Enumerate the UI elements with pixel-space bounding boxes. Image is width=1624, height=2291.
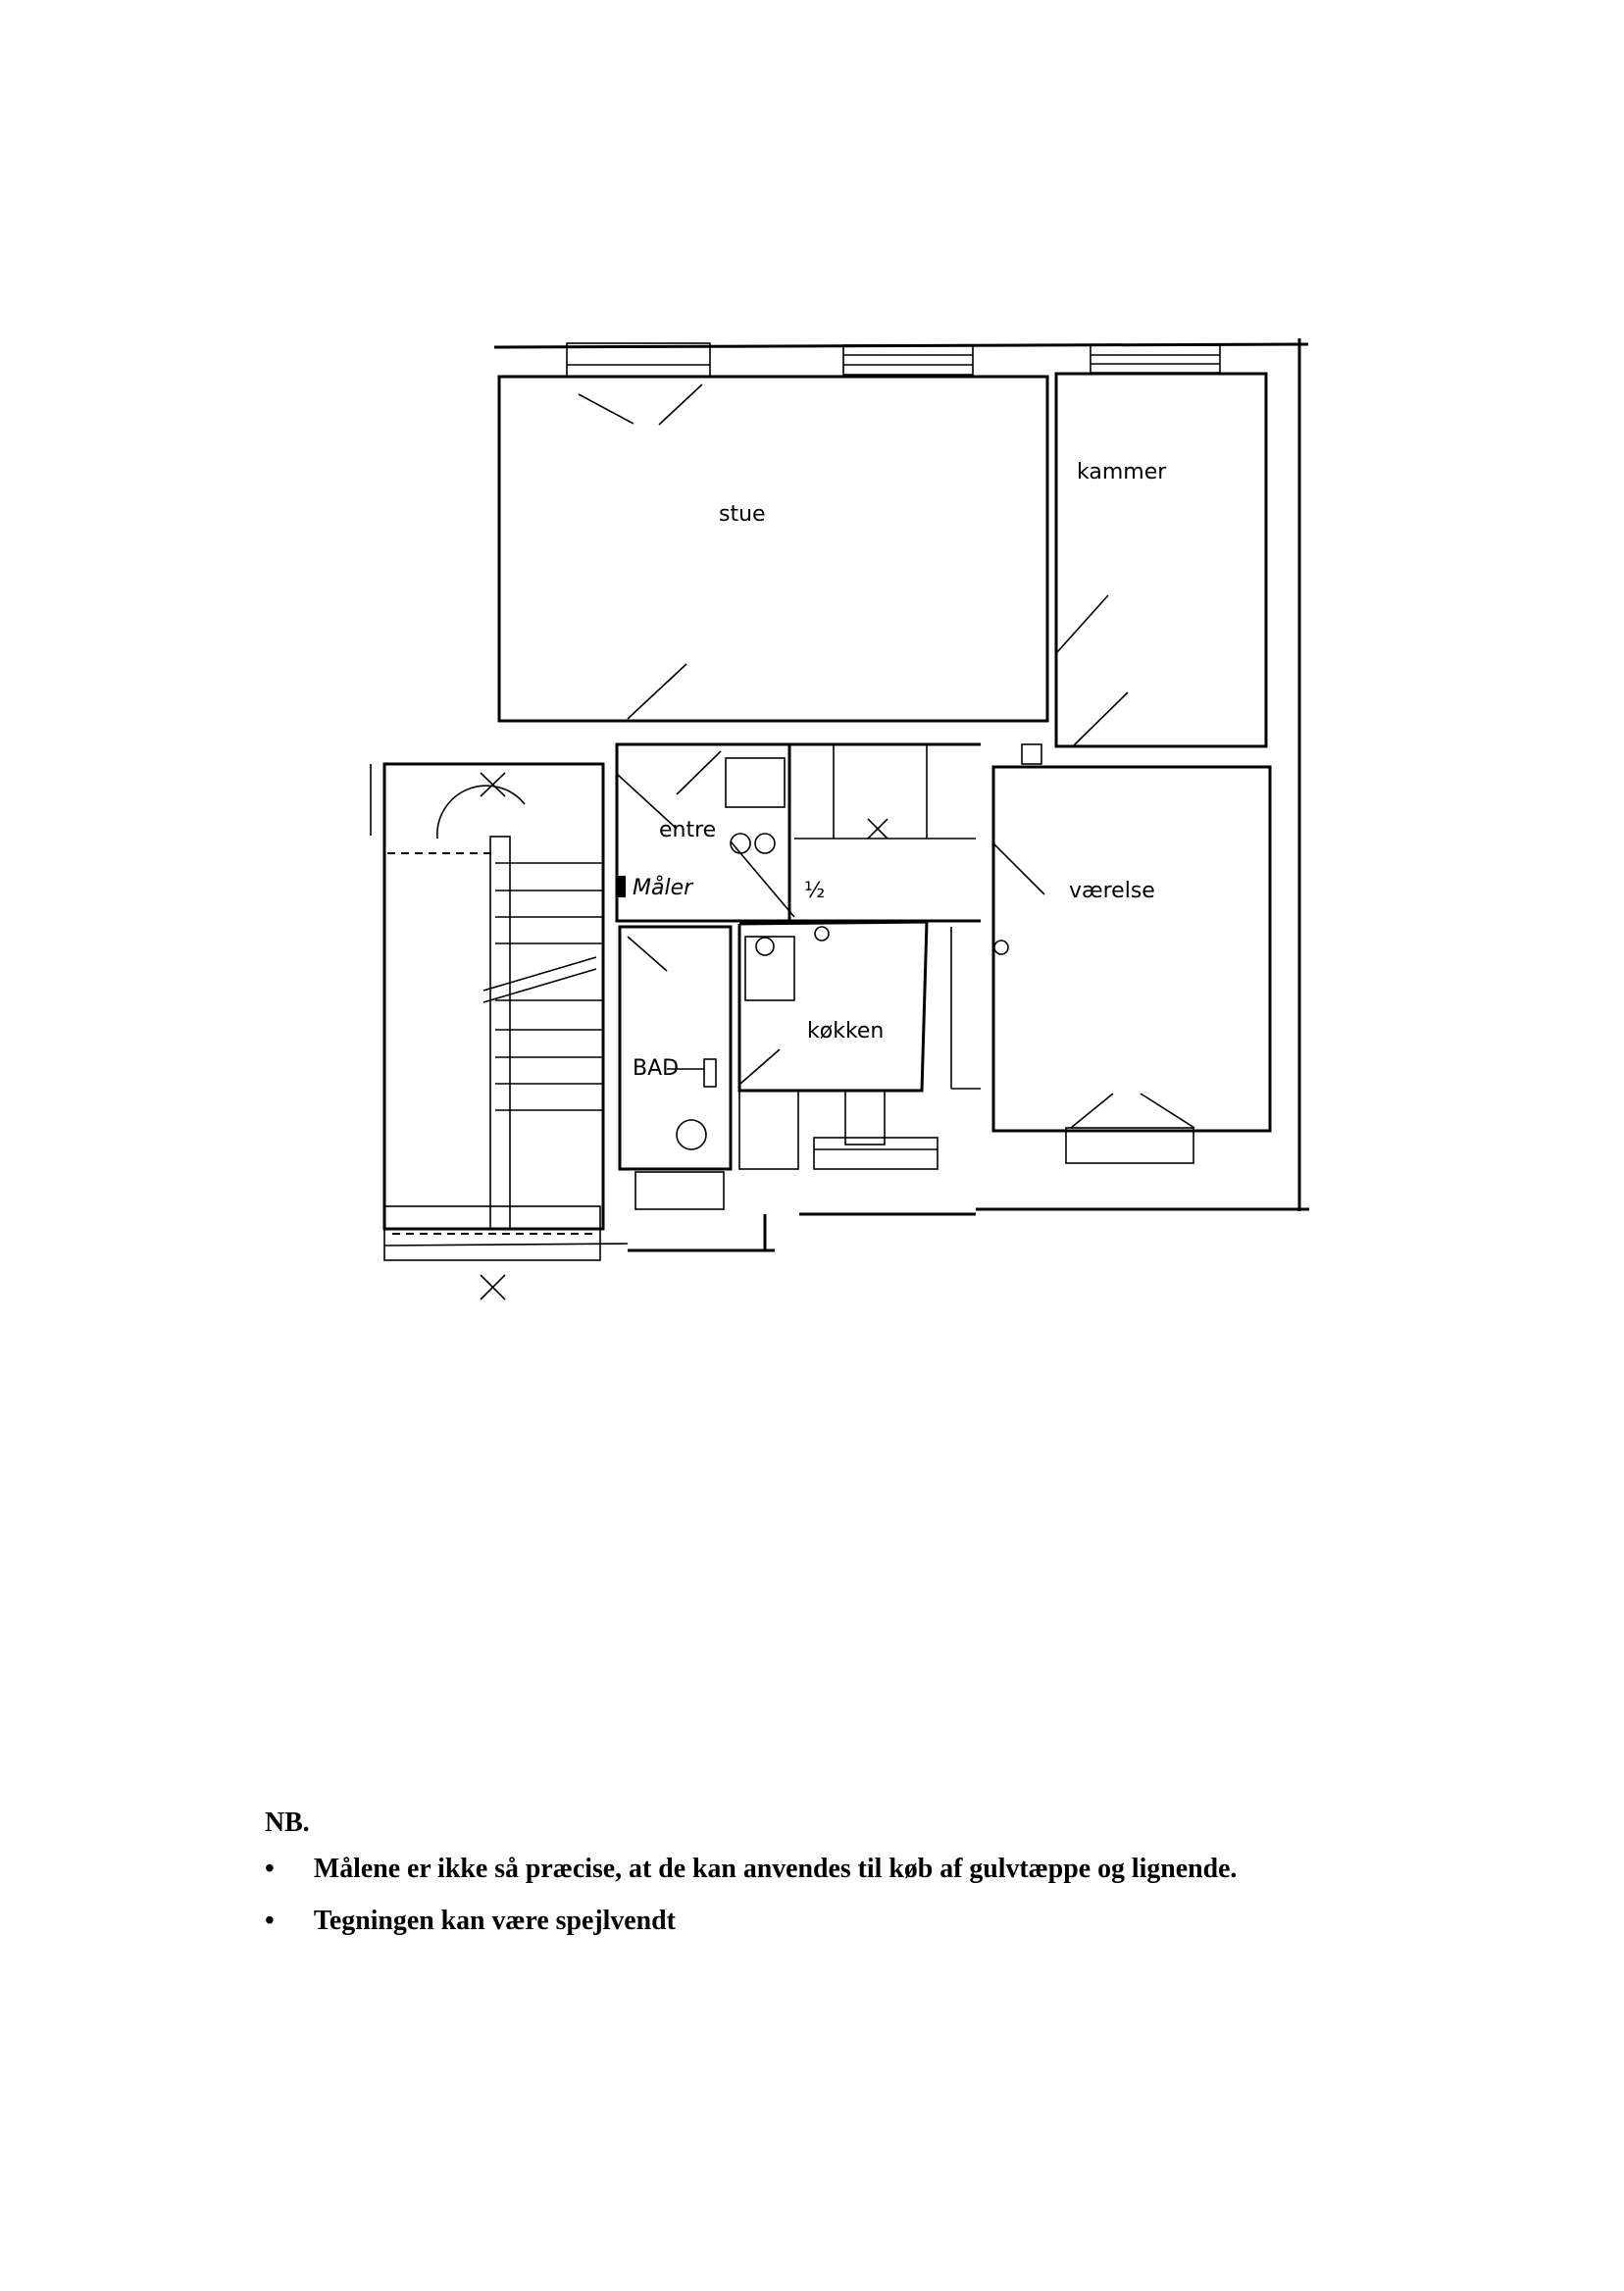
notes-section: NB. Målene er ikke så præcise, at de kan… — [265, 1807, 1237, 1957]
label-entre: entre — [659, 818, 716, 842]
label-vaerelse: værelse — [1069, 879, 1155, 903]
room-vaerelse: værelse — [991, 765, 1272, 1133]
floor-plan: stue kammer værelse — [370, 338, 1309, 1300]
label-koekken: køkken — [807, 1019, 884, 1044]
windows — [383, 342, 1221, 1261]
label-kammer: kammer — [1077, 460, 1167, 484]
label-bad: BAD — [633, 1056, 679, 1081]
note-item: Målene er ikke så præcise, at de kan anv… — [265, 1853, 1237, 1885]
room-kammer: kammer — [1021, 372, 1268, 765]
staircase — [370, 762, 605, 1300]
label-maaler: Måler — [633, 875, 694, 900]
label-stue: stue — [719, 502, 766, 527]
label-half: ½ — [804, 879, 825, 903]
room-koekken: køkken — [737, 920, 981, 1170]
room-entre: entre Måler ½ — [615, 742, 825, 923]
hallway-closets — [789, 742, 981, 923]
room-bad: BAD — [618, 925, 733, 1171]
notes-list: Målene er ikke så præcise, at de kan anv… — [265, 1853, 1237, 1937]
note-item: Tegningen kan være spejlvendt — [265, 1905, 1237, 1937]
exterior-walls — [383, 338, 1309, 1252]
room-stue: stue — [497, 375, 1049, 723]
notes-heading: NB. — [265, 1807, 310, 1838]
